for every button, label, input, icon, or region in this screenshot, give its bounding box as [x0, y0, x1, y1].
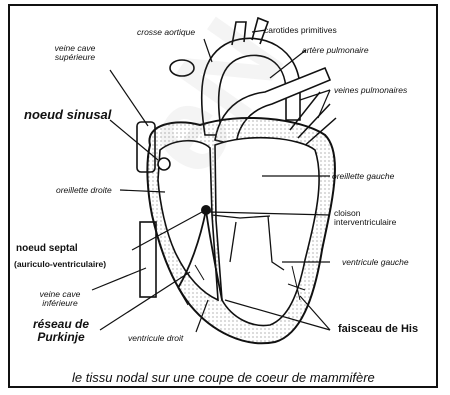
septal-node [201, 205, 211, 215]
label-artere-pulmonaire: artère pulmonaire [302, 46, 369, 55]
label-reseau-purkinje: réseau de Purkinje [24, 318, 98, 343]
label-ventricule-droit: ventricule droit [128, 334, 183, 343]
label-auriculo: (auriculo-ventriculaire) [14, 260, 106, 269]
label-carotides: carotides primitives [264, 26, 337, 35]
label-veines-pulmonaires: veines pulmonaires [334, 86, 407, 95]
label-ventricule-gauche: ventricule gauche [342, 258, 409, 267]
label-noeud-septal: noeud septal [16, 244, 78, 255]
label-cloison: cloison interventriculaire [334, 209, 424, 227]
label-oreillette-droite: oreillette droite [56, 186, 112, 195]
label-faisceau-his: faisceau de His [338, 324, 418, 336]
label-crosse-aortique: crosse aortique [137, 28, 195, 37]
inferior-vena-cava [140, 222, 156, 297]
figure-caption: le tissu nodal sur une coupe de coeur de… [72, 370, 375, 385]
label-veine-cave-inf: veine cave inférieure [30, 290, 90, 308]
label-veine-cave-sup: veine cave supérieure [40, 44, 110, 62]
label-noeud-sinusal: noeud sinusal [24, 108, 111, 122]
label-oreillette-gauche: oreillette gauche [332, 172, 394, 181]
